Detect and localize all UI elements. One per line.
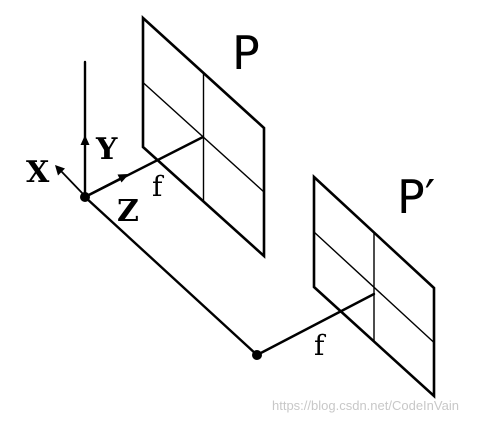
plane-label-left: P	[232, 26, 260, 80]
image-plane-right	[312, 174, 436, 399]
image-plane-right-border	[312, 174, 436, 399]
z-axis-arrow	[87, 174, 129, 196]
y-axis-label: Y	[95, 132, 118, 167]
watermark-text: https://blog.csdn.net/CodeInVain	[272, 398, 459, 413]
z-axis-arrowhead	[117, 174, 129, 183]
x-axis-arrow	[55, 165, 85, 196]
focal-line-right	[255, 292, 376, 357]
y-axis-arrow	[80, 135, 90, 190]
image-plane-right-horizontal-gridline	[313, 231, 435, 344]
baseline-line	[83, 195, 259, 357]
x-axis-arrow-shaft	[60, 170, 85, 196]
plane-label-right: P′	[397, 170, 435, 224]
x-axis-label: X	[26, 155, 50, 190]
z-axis-label: Z	[117, 194, 139, 229]
right-optical-center-dot	[252, 350, 262, 360]
y-axis-arrowhead	[80, 135, 90, 145]
x-axis-arrowhead	[55, 165, 65, 176]
focal-label-right: f	[314, 329, 327, 362]
left-optical-center-dot	[80, 192, 90, 202]
focal-label-left: f	[152, 170, 165, 203]
image-plane-left-border	[141, 15, 266, 259]
z-axis-arrow-shaft	[87, 177, 122, 196]
